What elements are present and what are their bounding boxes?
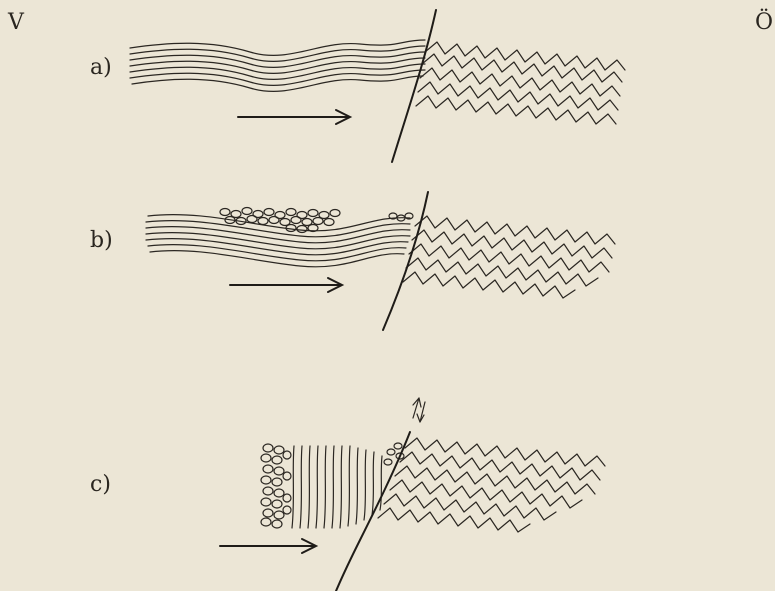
panel-b <box>146 192 615 330</box>
fault-motion-arrows <box>413 398 425 422</box>
fault-line-c <box>336 432 410 591</box>
movement-arrow-a <box>238 110 350 124</box>
panel-c <box>220 398 605 591</box>
wavy-strata-a <box>130 40 425 91</box>
fault-line-a <box>392 10 436 162</box>
movement-arrow-c <box>220 539 316 553</box>
folded-strata-a <box>416 42 625 124</box>
fault-line-b <box>383 192 428 330</box>
folded-strata-c <box>378 438 605 532</box>
folded-strata-b <box>403 216 615 298</box>
panel-a <box>130 10 625 162</box>
vertical-strata-c <box>292 446 382 528</box>
movement-arrow-b <box>230 278 342 292</box>
